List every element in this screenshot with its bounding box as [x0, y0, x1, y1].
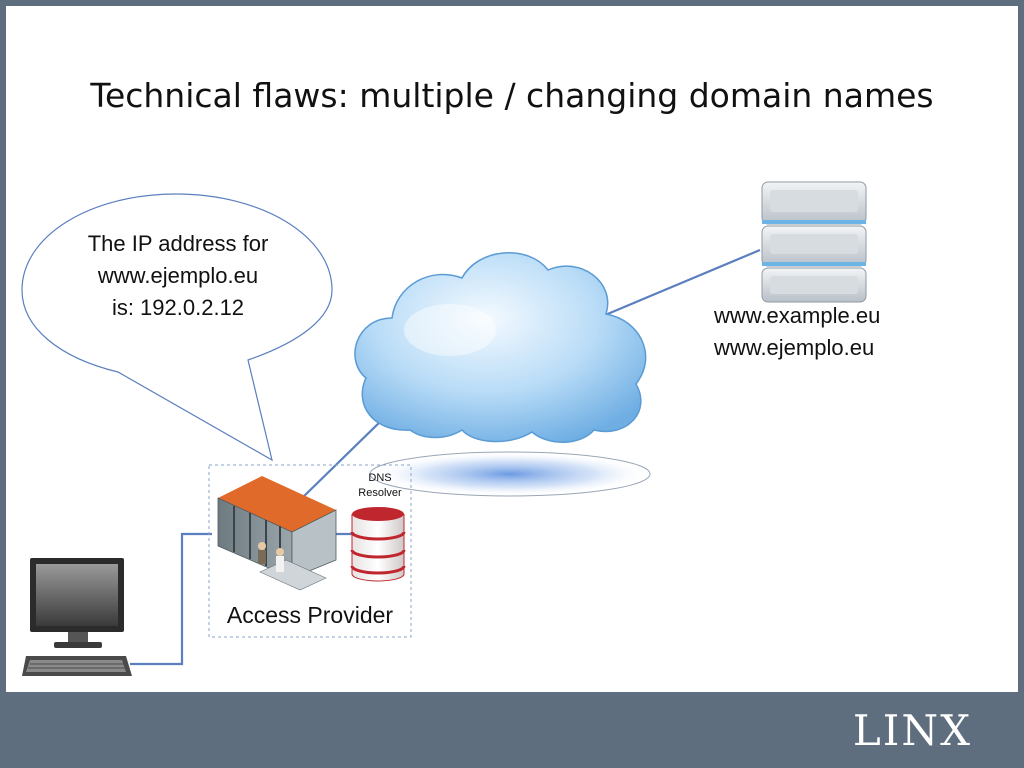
slide-title: Technical flaws: multiple / changing dom…	[90, 76, 934, 115]
speech-bubble	[21, 193, 333, 462]
footer-bar: LINX	[0, 692, 1024, 768]
server-hostname: www.ejemplo.eu	[714, 335, 875, 360]
dns-resolver-database-icon	[350, 507, 406, 582]
logo-x: X	[940, 706, 972, 755]
bubble-line: www.ejemplo.eu	[97, 263, 259, 288]
access-provider-label: Access Provider	[226, 602, 394, 628]
datacenter-icon	[217, 476, 337, 591]
link-provider-to-cloud	[299, 417, 385, 501]
cloud-shadow	[369, 451, 651, 497]
speech-bubble-text: The IP address for www.ejemplo.eu is: 19…	[50, 228, 306, 324]
bubble-line: is: 192.0.2.12	[111, 295, 245, 320]
link-computer-to-provider	[130, 532, 212, 666]
dns-label-line: Resolver	[358, 487, 402, 499]
web-server-icon	[761, 181, 867, 303]
access-provider-box	[208, 464, 412, 638]
server-hostname: www.example.eu	[714, 303, 881, 328]
dns-resolver-label: DNS Resolver	[348, 471, 412, 501]
dns-label-line: DNS	[368, 472, 392, 484]
network-links	[130, 248, 761, 666]
network-diagram	[21, 181, 867, 676]
logo-prefix: LIN	[852, 706, 941, 755]
desktop-computer-icon	[22, 558, 132, 676]
link-cloud-to-server	[597, 248, 761, 320]
server-hostnames: www.example.eu www.ejemplo.eu	[714, 300, 880, 364]
linx-logo: LINX	[853, 706, 972, 755]
bubble-line: The IP address for	[87, 231, 269, 256]
internet-cloud-icon	[354, 252, 647, 443]
